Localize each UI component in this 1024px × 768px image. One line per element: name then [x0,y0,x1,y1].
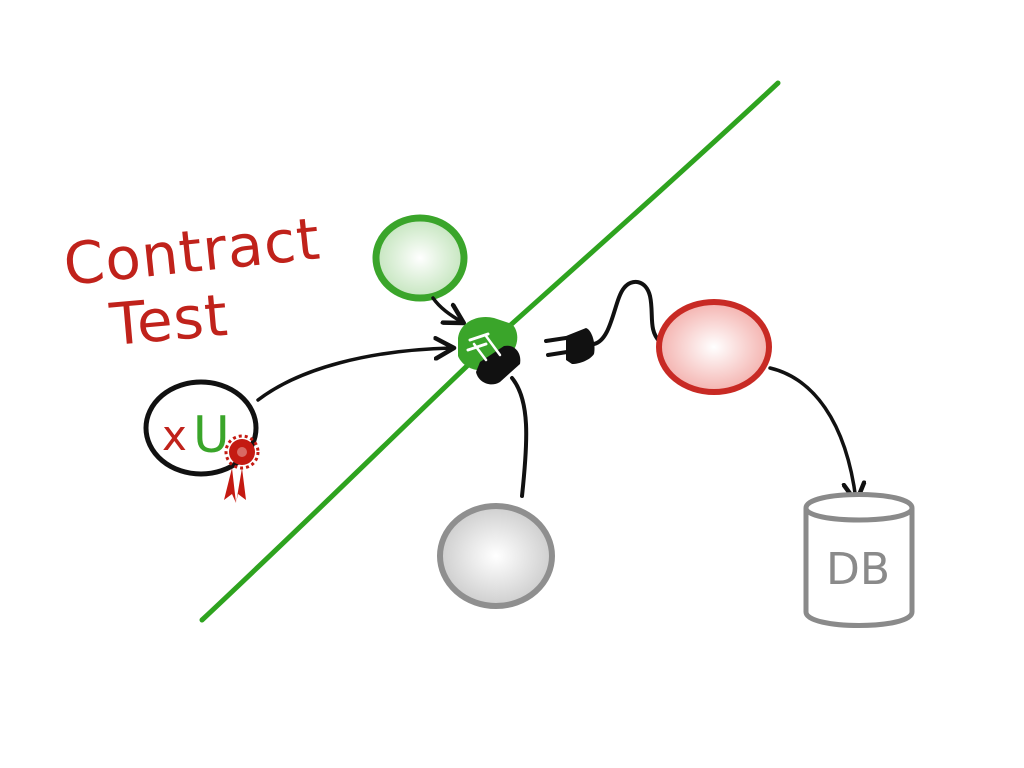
gray-node-cable [510,376,529,498]
power-plug-icon [544,328,595,364]
plug-socket-icon [458,316,521,385]
title-line-2: Test [106,281,231,359]
database-cylinder-icon: DB [803,492,915,628]
test-framework-node: x U [143,379,260,503]
plug-cable [592,279,662,346]
database-label: DB [826,544,890,595]
test-framework-circle [143,379,259,477]
green-to-socket-arrow [431,296,462,322]
provider-node-red [656,299,772,395]
test-framework-x: x [162,411,187,460]
award-ribbon-icon [224,434,260,503]
title: Contract Test [60,204,323,359]
test-framework-u: U [193,406,230,464]
test-to-socket-arrow [256,348,452,402]
consumer-node-green [372,214,468,302]
external-node-gray [437,503,555,609]
red-to-db-arrow [768,366,856,500]
